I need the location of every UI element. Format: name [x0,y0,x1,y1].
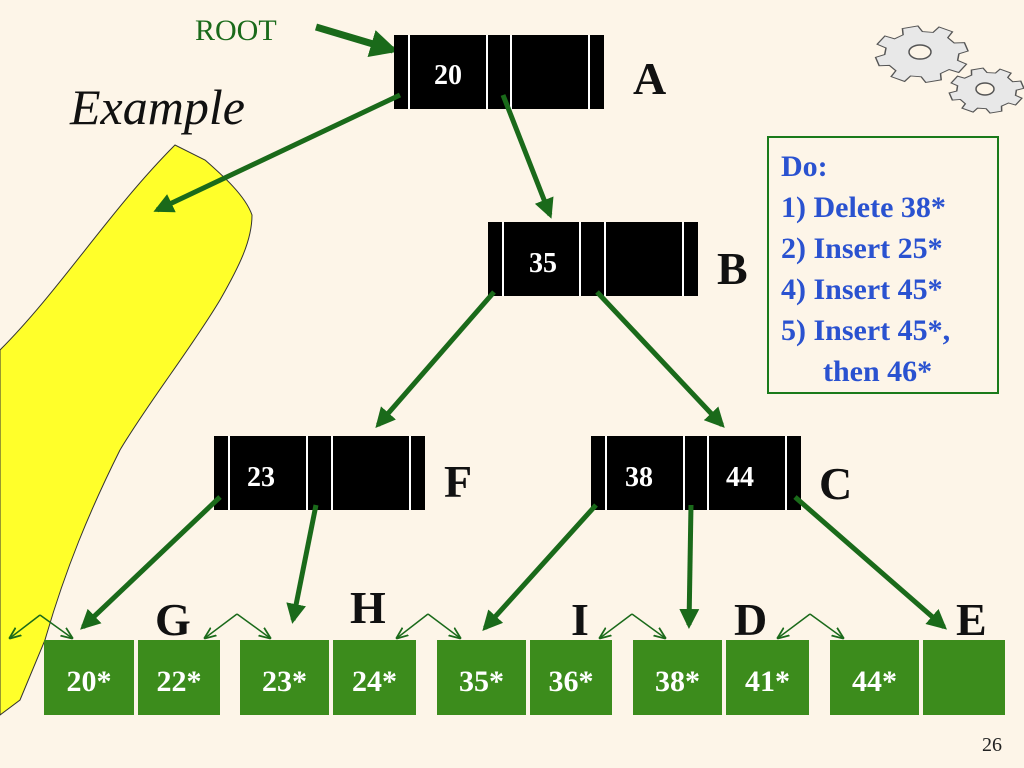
leaf-sibling-links [10,613,843,638]
leaf-e-cell-2 [923,640,1005,715]
leaf-d-cell-1 [633,640,722,715]
leaf-h-label: H [350,582,386,633]
leaf-d-label: D [734,594,768,645]
node-c-key-1: 38 [625,462,653,493]
leaf-i-key-1: 35* [459,665,504,698]
leaf-i-label: I [571,594,589,645]
todo-item: 4) Insert 45* [781,273,943,306]
leaf-e-key-1: 44* [852,665,897,698]
node-f-label: F [444,456,473,507]
node-c [591,436,801,510]
leaf-d-cell-2 [726,640,809,715]
arrow-b-to-f [375,290,496,429]
arrow-a-to-highlight [153,92,402,213]
gears-icon [874,25,1024,114]
leaf-i-cell-1 [437,640,526,715]
todo-item: 1) Delete 38* [781,191,946,224]
leaf-g-cell-1 [44,640,134,715]
node-a-key-1: 20 [434,60,462,91]
todo-heading: Do: [781,150,828,183]
leaf-h-key-1: 23* [262,665,307,698]
leaf-h-key-2: 24* [352,665,397,698]
arrow-f-to-g [80,495,222,630]
slide-title: Example [70,79,245,135]
node-b [488,222,698,296]
leaf-h-cell-2 [333,640,416,715]
arrow-a-to-b [500,94,554,219]
leaf-g-key-1: 20* [66,665,112,698]
arrow-c-to-i [482,503,598,631]
node-b-key-1: 35 [529,248,557,279]
todo-item: 5) Insert 45*, [781,314,951,347]
todo-box: Do: 1) Delete 38* 2) Insert 25* 4) Inser… [767,136,999,394]
node-b-label: B [717,243,748,294]
node-a [394,35,604,109]
leaf-g-label: G [155,594,191,645]
leaf-g-cell-2 [138,640,220,715]
node-c-key-2: 44 [726,462,754,493]
leaf-h-cell-1 [240,640,329,715]
arrow-b-to-c [595,290,725,428]
leaf-i-cell-2 [530,640,612,715]
leaf-e-cell-1 [830,640,919,715]
node-a-label: A [633,53,667,104]
arrow-f-to-h [286,504,319,624]
todo-item: 2) Insert 25* [781,232,943,265]
node-f-key-1: 23 [247,462,275,493]
todo-item: then 46* [823,355,933,388]
leaf-g-key-2: 22* [156,665,202,698]
leaf-i-key-2: 36* [548,665,594,698]
tree-arrows [80,92,948,631]
arrow-c-to-d [679,504,700,629]
page-number: 26 [982,734,1002,756]
root-arrow [314,23,399,58]
leaf-d-key-2: 41* [745,665,790,698]
node-c-label: C [819,458,853,509]
leaf-e-label: E [956,594,987,645]
leaf-d-key-1: 38* [655,665,700,698]
leaf-boxes [44,640,1005,715]
node-f [214,436,425,510]
arrow-c-to-e [793,495,948,630]
highlight-region [0,144,253,716]
root-label: ROOT [195,14,277,47]
